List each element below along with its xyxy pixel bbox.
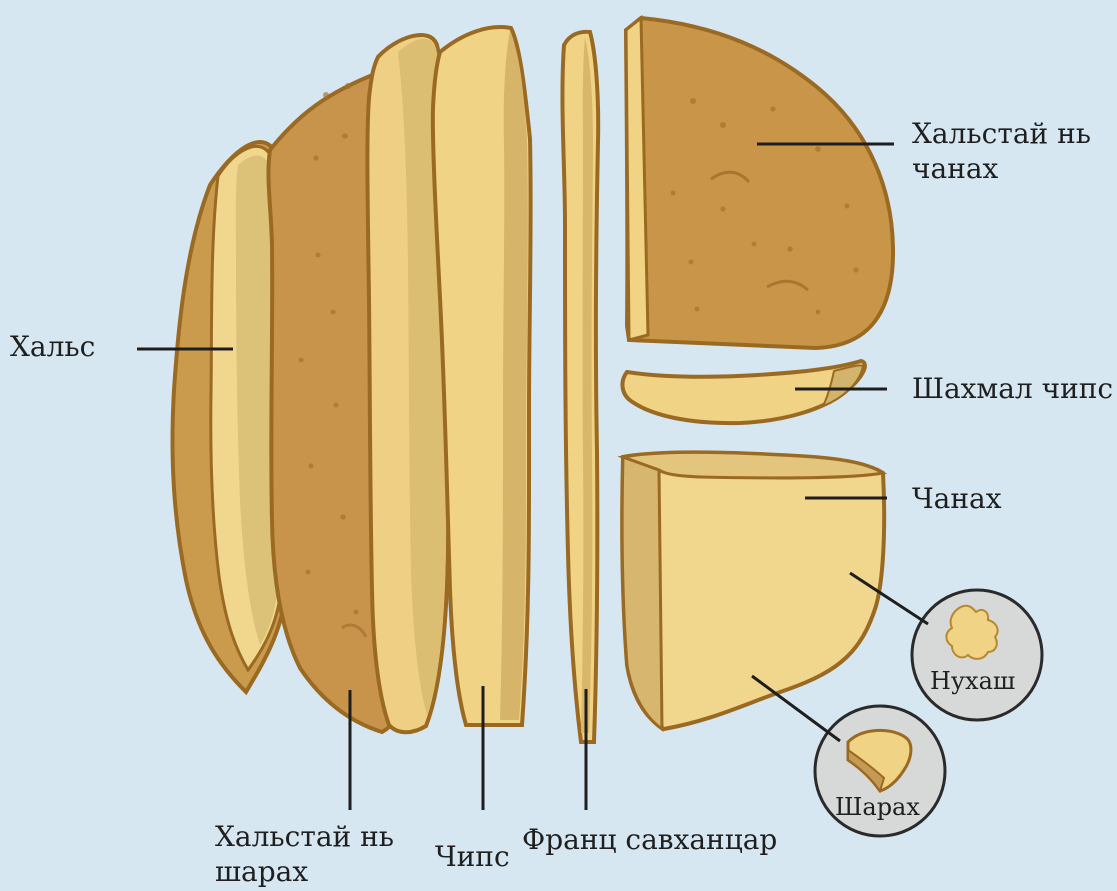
label-skin: Хальс: [10, 330, 95, 363]
french-fry-slice: [562, 32, 598, 742]
label-skin-wedge-line1: Хальстай нь: [912, 117, 1091, 150]
label-mash: Нухаш: [930, 667, 1015, 695]
label-boiled: Чанах: [912, 482, 1001, 515]
label-french-fries: Франц савханцар: [522, 823, 777, 856]
chips-slice: [433, 27, 531, 725]
label-skin-fried-line2: шарах: [215, 855, 308, 888]
label-fry-bottom: Шарах: [835, 793, 920, 821]
skin-boiled-piece: [626, 18, 893, 348]
boiled-piece: [622, 453, 884, 730]
ridged-chip-piece: [622, 361, 864, 423]
label-skin-wedge-line2: чанах: [912, 152, 998, 185]
label-skin-fried-line1: Хальстай нь: [215, 820, 394, 853]
label-chips: Чипс: [435, 840, 510, 873]
mash-inset-circle: [912, 590, 1042, 720]
label-ridged-chip: Шахмал чипс: [912, 372, 1113, 405]
